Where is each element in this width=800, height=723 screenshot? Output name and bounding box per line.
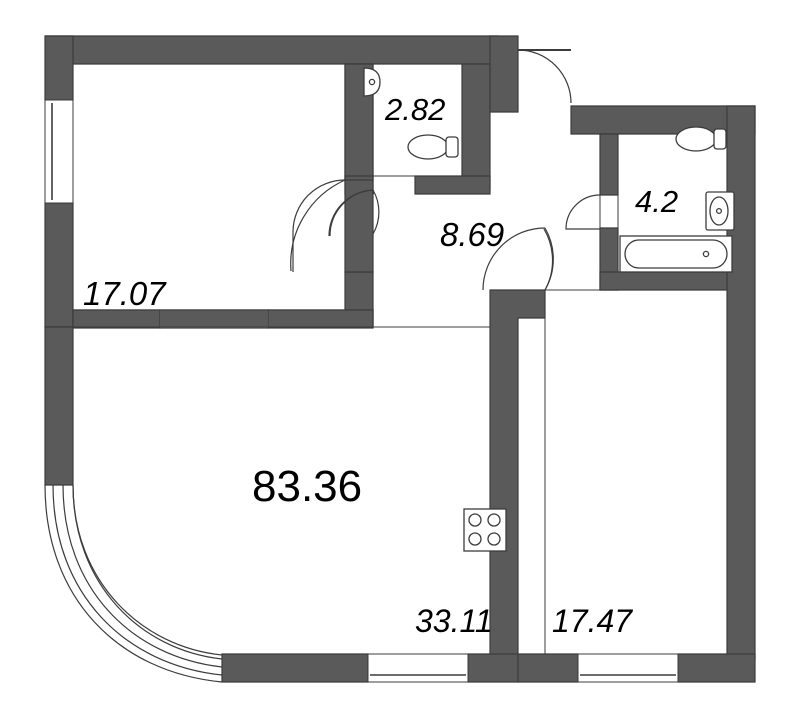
windows-group [44,99,679,683]
wall-right-upper [726,105,756,661]
wall-left-upper [44,35,74,101]
bathroom-sink-drain [715,207,723,215]
bedroom1-window-frame [160,310,268,328]
wall-top-left [45,35,499,65]
doors-group [290,49,601,291]
room-outlines-group [72,63,728,655]
wall-bottom-living-right [467,653,519,683]
stove-burner-2 [487,513,501,527]
bedroom2-door-leaf2 [482,227,546,291]
wc-outline [372,63,463,177]
room-area-wc: 2.82 [385,92,446,127]
bedroom1-door-arc [292,179,346,272]
room-area-bedroom-1: 17.07 [83,275,166,312]
bathroom-door-arc [565,194,601,230]
bedroom2-outline [544,289,728,655]
living-outline [73,326,491,655]
wall-bathroom-left [599,133,619,196]
wall-hall-bedroom2-divider [489,289,546,661]
wall-left-lower [44,326,74,486]
bedroom2-door-arc-b [543,228,554,291]
room-area-hallway: 8.69 [440,216,505,253]
wc-sink-drain [368,78,376,86]
curved-window-line-3 [62,484,223,668]
bedroom1-door-arc-b [290,179,346,272]
bedroom2-window-frame [577,653,679,683]
wc-door-arc [372,189,380,235]
wc-door-panel [329,189,374,237]
bedroom1-outline [72,63,346,311]
wall-left-mid [44,202,74,328]
stove-burner-3 [468,532,482,546]
entrance-door-arc [517,49,572,104]
wc-toilet-cistern [445,136,459,158]
stove-burner-1 [468,513,482,527]
room-area-bedroom-2: 17.47 [552,603,633,639]
living-window-frame [367,653,469,683]
walls-group [44,35,756,683]
bathroom-toilet-bowl [675,126,717,152]
stove-burner-4 [487,532,501,546]
curved-window-line-1 [44,484,223,683]
wall-bottom-bed2-right [677,653,756,683]
wall-hall-left-upper [344,179,374,273]
room-area-living-kitchen: 33.11 [415,603,493,639]
left-window-frame [44,99,74,204]
wall-wc-bottom [414,175,491,195]
room-area-bathroom: 4.2 [635,184,679,219]
wall-bottom-living-left [221,653,369,683]
bathroom-toilet-cistern [713,128,727,150]
wall-wc-right [461,63,491,191]
wall-bathroom-bottom [599,271,728,291]
curved-window-line-5 [72,484,223,656]
bathtub-drain [702,250,710,258]
wall-entrance-left-jamb [489,35,519,113]
curved-window-line-2 [52,484,223,676]
bathtub-inner [624,239,728,269]
total-area-label: 83.36 [252,462,363,511]
wall-bottom-bed2-left [517,653,579,683]
wall-bedroom1-bottom-right [267,309,374,329]
curved-window-group [44,484,223,683]
wc-toilet-bowl [407,134,449,160]
fixtures-group [363,67,735,552]
wall-bedroom1-bottom-main [72,309,161,329]
